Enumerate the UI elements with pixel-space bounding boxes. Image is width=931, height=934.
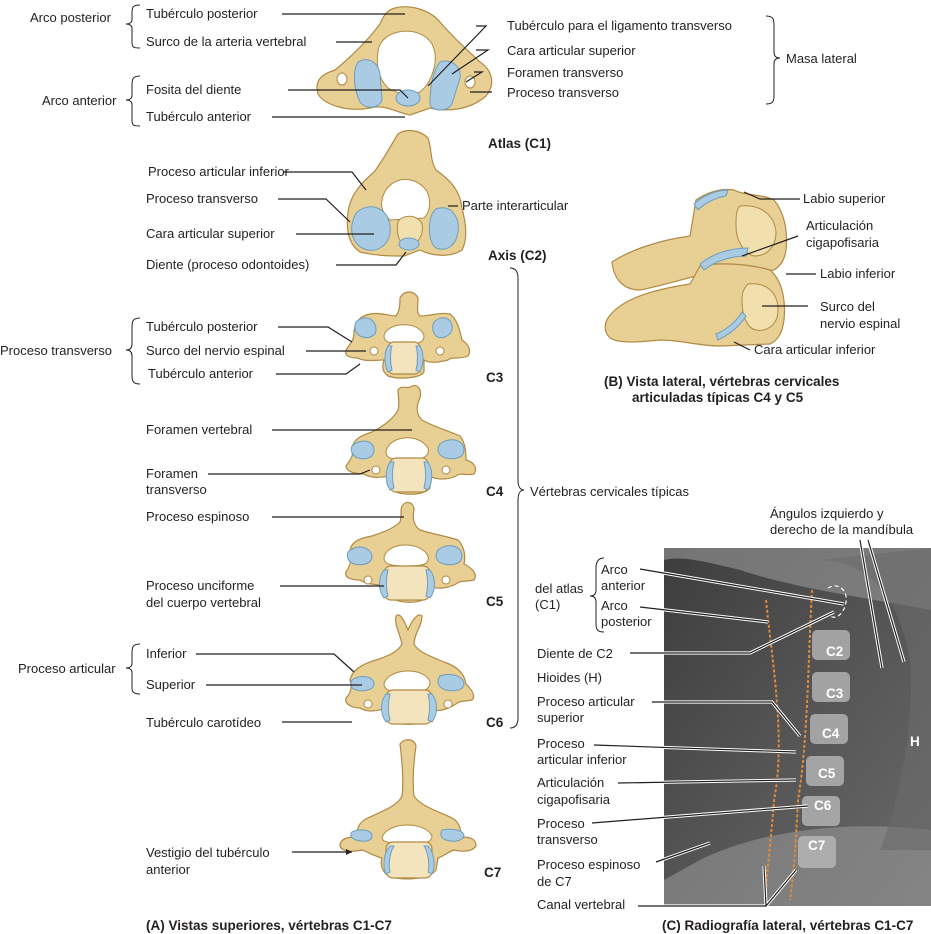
atlas-illustration — [316, 6, 493, 116]
label-angulos-line1: Ángulos izquierdo y — [770, 506, 884, 521]
caption-panel-b-line2: articuladas típicas C4 y C5 — [632, 390, 804, 405]
label-tuberculo-anterior-c1: Tubérculo anterior — [146, 109, 252, 124]
label-art-c-line1: Articulación — [537, 775, 605, 790]
label-cara-articular-superior-c2: Cara articular superior — [146, 226, 275, 241]
label-del-atlas-line2: (C1) — [535, 597, 561, 612]
caption-panel-b-line1: (B) Vista lateral, vértebras cervicales — [604, 374, 840, 389]
atlas-superior-facet-left — [353, 59, 383, 108]
label-proceso-transverso-c1: Proceso transverso — [507, 85, 619, 100]
label-superior-c6: Superior — [146, 677, 196, 692]
title-atlas: Atlas (C1) — [488, 136, 552, 151]
label-pe-c-line2: de C7 — [537, 874, 572, 889]
label-hioides: Hioides (H) — [537, 670, 603, 685]
label-angulos-line2: derecho de la mandíbula — [770, 522, 914, 537]
label-labio-superior: Labio superior — [803, 191, 886, 206]
title-axis: Axis (C2) — [488, 248, 547, 263]
title-c5: C5 — [486, 594, 504, 609]
xray-leader-lines — [591, 539, 906, 908]
label-pai-line1: Proceso — [537, 736, 585, 751]
axis-illustration — [346, 129, 467, 257]
label-foramen-vertebral: Foramen vertebral — [146, 422, 253, 437]
label-pt-c-line2: transverso — [537, 832, 598, 847]
label-proceso-articular-inferior-c2: Proceso articular inferior — [148, 164, 289, 179]
xray-level-c4: C4 — [822, 726, 840, 741]
label-parte-interarticular: Parte interarticular — [462, 198, 569, 213]
label-arco-anterior-group: Arco anterior — [42, 93, 117, 108]
label-proceso-espinoso: Proceso espinoso — [146, 509, 250, 524]
c5-illustration — [345, 501, 476, 603]
label-pas-line2: superior — [537, 710, 584, 725]
xray-level-c6: C6 — [814, 798, 832, 813]
label-art-c-line2: cigapofisaria — [537, 792, 610, 807]
label-arco-anterior-c-line1: Arco — [601, 562, 628, 577]
c7-illustration — [339, 739, 477, 880]
label-proceso-unciforme-line2: del cuerpo vertebral — [146, 595, 261, 610]
xray-level-c7: C7 — [808, 838, 826, 853]
label-proceso-unciforme-line1: Proceso unciforme — [146, 578, 255, 593]
label-articulacion-b-line2: cigapofisaria — [806, 235, 879, 250]
label-tuberculo-anterior-c3: Tubérculo anterior — [148, 366, 254, 381]
xray-hyoid-mark: H — [910, 734, 920, 749]
label-canal-vertebral: Canal vertebral — [537, 897, 626, 912]
label-diente-odontoides: Diente (proceso odontoides) — [146, 257, 310, 272]
leader-lines — [196, 13, 816, 855]
xray-level-c3: C3 — [826, 686, 844, 701]
label-del-atlas-line1: del atlas — [535, 581, 584, 596]
label-proceso-transverso-c2: Proceso transverso — [146, 191, 258, 206]
title-c4: C4 — [486, 484, 504, 499]
xray-level-c5: C5 — [818, 766, 836, 781]
label-surco-b-line1: Surco del — [820, 299, 875, 314]
c6-illustration — [345, 614, 475, 725]
label-diente-c2: Diente de C2 — [537, 646, 613, 661]
label-vestigio-line2: anterior — [146, 862, 191, 877]
braces — [125, 4, 781, 729]
label-foramen-transverso-c4-line2: transverso — [146, 482, 207, 497]
label-proceso-transverso-group: Proceso transverso — [0, 343, 112, 358]
c3-illustration — [345, 291, 471, 379]
label-fosita-diente: Fosita del diente — [146, 82, 242, 97]
title-c3: C3 — [486, 370, 504, 385]
xray-level-c2: C2 — [826, 644, 844, 659]
label-foramen-transverso-c1: Foramen transverso — [507, 65, 624, 80]
label-tuberculo-posterior-c3: Tubérculo posterior — [146, 319, 258, 334]
label-masa-lateral-group: Masa lateral — [786, 51, 857, 66]
label-arco-posterior-c-line1: Arco — [601, 598, 628, 613]
c4-illustration — [345, 385, 477, 495]
title-c6: C6 — [486, 715, 504, 730]
lateral-view-illustration — [604, 188, 788, 347]
label-arco-posterior-group: Arco posterior — [30, 10, 111, 25]
label-tuberculo-posterior-c1: Tubérculo posterior — [146, 6, 258, 21]
label-surco-b-line2: nervio espinal — [820, 316, 901, 331]
label-pai-line2: articular inferior — [537, 752, 627, 767]
label-arco-posterior-c-line2: posterior — [601, 614, 652, 629]
label-cara-articular-inferior-b: Cara articular inferior — [754, 342, 876, 357]
label-vertebras-tipicas-group: Vértebras cervicales típicas — [530, 484, 689, 499]
label-pt-c-line1: Proceso — [537, 816, 585, 831]
caption-panel-c: (C) Radiografía lateral, vértebras C1-C7 — [662, 918, 914, 933]
label-inferior-c6: Inferior — [146, 646, 187, 661]
label-pe-c-line1: Proceso espinoso — [537, 857, 641, 872]
label-labio-inferior: Labio inferior — [820, 266, 896, 281]
label-pas-line1: Proceso articular — [537, 694, 635, 709]
label-tuberculo-carotideo: Tubérculo carotídeo — [146, 715, 262, 730]
label-surco-arteria-vertebral: Surco de la arteria vertebral — [146, 34, 307, 49]
label-tuberculo-ligamento: Tubérculo para el ligamento transverso — [507, 18, 732, 33]
label-proceso-articular-group: Proceso articular — [18, 661, 116, 676]
label-foramen-transverso-c4-line1: Foramen — [146, 466, 199, 481]
label-arco-anterior-c-line2: anterior — [601, 578, 646, 593]
xray-image — [664, 548, 931, 906]
caption-panel-a: (A) Vistas superiores, vértebras C1-C7 — [146, 918, 392, 933]
label-surco-nervio-espinal-c3: Surco del nervio espinal — [146, 343, 285, 358]
label-vestigio-line1: Vestigio del tubérculo — [146, 845, 270, 860]
label-articulacion-b-line1: Articulación — [806, 218, 874, 233]
title-c7: C7 — [484, 865, 502, 880]
label-cara-articular-superior-c1: Cara articular superior — [507, 43, 636, 58]
